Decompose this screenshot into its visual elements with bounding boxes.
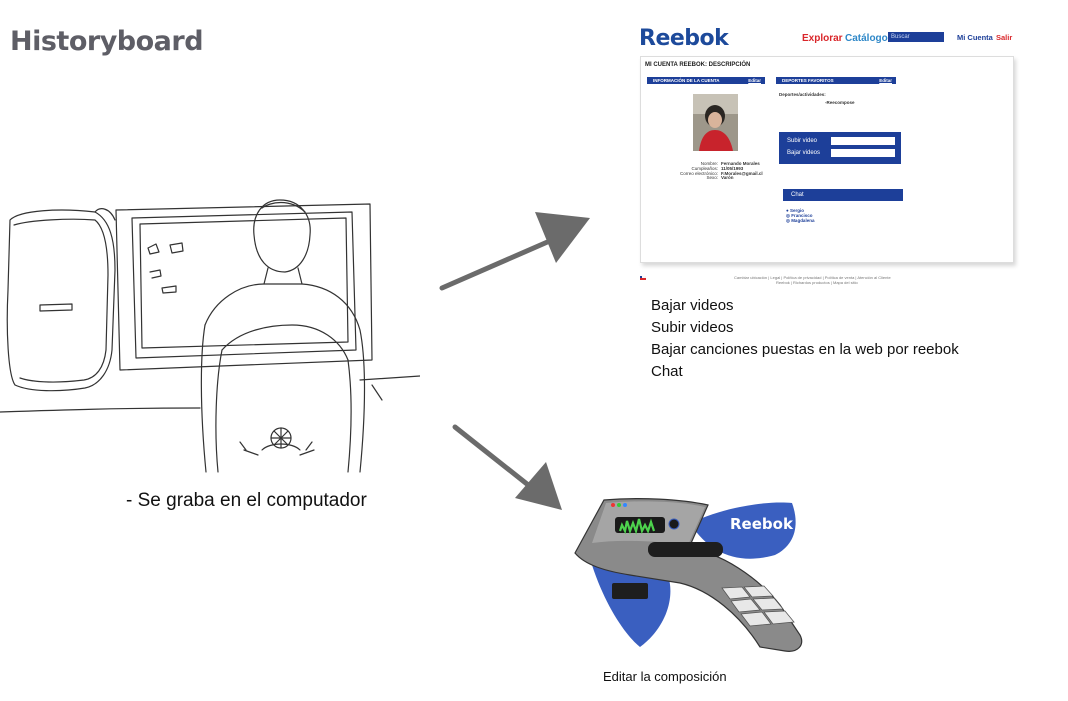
account-info-label: INFORMACIÓN DE LA CUENTA (653, 78, 720, 83)
feature-item: Bajar canciones puestas en la web por re… (651, 341, 959, 358)
device-brand-logo: Reebok (730, 515, 793, 533)
search-input[interactable]: Buscar (888, 32, 944, 42)
chat-user[interactable]: ◎ Francisco (786, 212, 813, 218)
feature-item: Chat (651, 363, 683, 380)
mixer-device-icon (574, 498, 803, 652)
account-info-bar: INFORMACIÓN DE LA CUENTA Editar (647, 77, 765, 84)
page-title: Historyboard (10, 26, 204, 57)
profile-info: Nombre:Fernando Morales Cumpleaños:11/05… (661, 161, 763, 181)
nav-explorar-link[interactable]: Explorar (802, 33, 843, 44)
profile-row: Cumpleaños:11/05/1993 (691, 165, 744, 171)
edit-sports-link[interactable]: Editar (879, 78, 892, 83)
feature-list: Bajar videos Subir videos Bajar cancione… (651, 295, 959, 383)
sports-value: -Reecompose (825, 100, 855, 105)
upload-video-label: Subir video (787, 138, 818, 144)
chile-flag-icon (640, 276, 646, 280)
download-video-field[interactable] (831, 149, 895, 157)
download-video-label: Bajar videos (787, 150, 821, 156)
sports-bar: DEPORTES FAVORITOS Editar (776, 77, 896, 84)
arrow-to-website (439, 212, 590, 291)
upload-video-field[interactable] (831, 137, 895, 145)
profile-row: Sexo:Varón (706, 175, 734, 181)
profile-row: Correo electrónico:F.Morales@gmail.cl (679, 170, 763, 176)
panel-title: MI CUENTA REEBOK: DESCRIPCIÓN (645, 62, 751, 68)
chat-user[interactable]: ● Sergio (786, 208, 804, 213)
device-caption: Editar la composición (603, 669, 727, 684)
footer-links[interactable]: Cambiar ubicación | Legal | Política de … (734, 275, 891, 280)
mixer-device-illustration: Reebok (570, 495, 820, 665)
site-logo[interactable]: Reebok (639, 26, 729, 51)
video-upload-box: Subir video Bajar videos (779, 132, 901, 164)
chat-user-list: ● Sergio ◎ Francisco ◎ Magdalena (786, 208, 815, 223)
sports-bar-label: DEPORTES FAVORITOS (782, 78, 834, 83)
feature-item: Bajar videos (651, 297, 734, 314)
footer-links-secondary[interactable]: Reebok | Richardos productos | Mapa del … (776, 280, 858, 285)
website-mockup: Reebok Explorar Catálogo Buscar Mi Cuent… (636, 20, 1028, 290)
site-header: Reebok Explorar Catálogo Buscar Mi Cuent… (636, 20, 1028, 54)
profile-row: Nombre:Fernando Morales (700, 161, 760, 166)
arrow-to-device (452, 424, 562, 510)
nav-catalogo-link[interactable]: Catálogo (845, 33, 888, 44)
edit-account-link[interactable]: Editar (748, 78, 761, 83)
nav-salir-link[interactable]: Salir (996, 33, 1013, 42)
account-panel: MI CUENTA REEBOK: DESCRIPCIÓN INFORMACIÓ… (640, 56, 1014, 263)
chat-user[interactable]: ◎ Magdalena (786, 217, 815, 223)
sports-label: Deportes/actividades: (779, 92, 826, 97)
chat-button[interactable]: Chat (783, 189, 903, 201)
site-footer: Cambiar ubicación | Legal | Política de … (636, 273, 1028, 289)
nav-mi-cuenta-link[interactable]: Mi Cuenta (957, 33, 993, 42)
sketch-person-at-computer (0, 199, 420, 473)
feature-item: Subir videos (651, 319, 734, 336)
sketch-caption: - Se graba en el computador (126, 490, 367, 511)
profile-photo (693, 94, 738, 151)
